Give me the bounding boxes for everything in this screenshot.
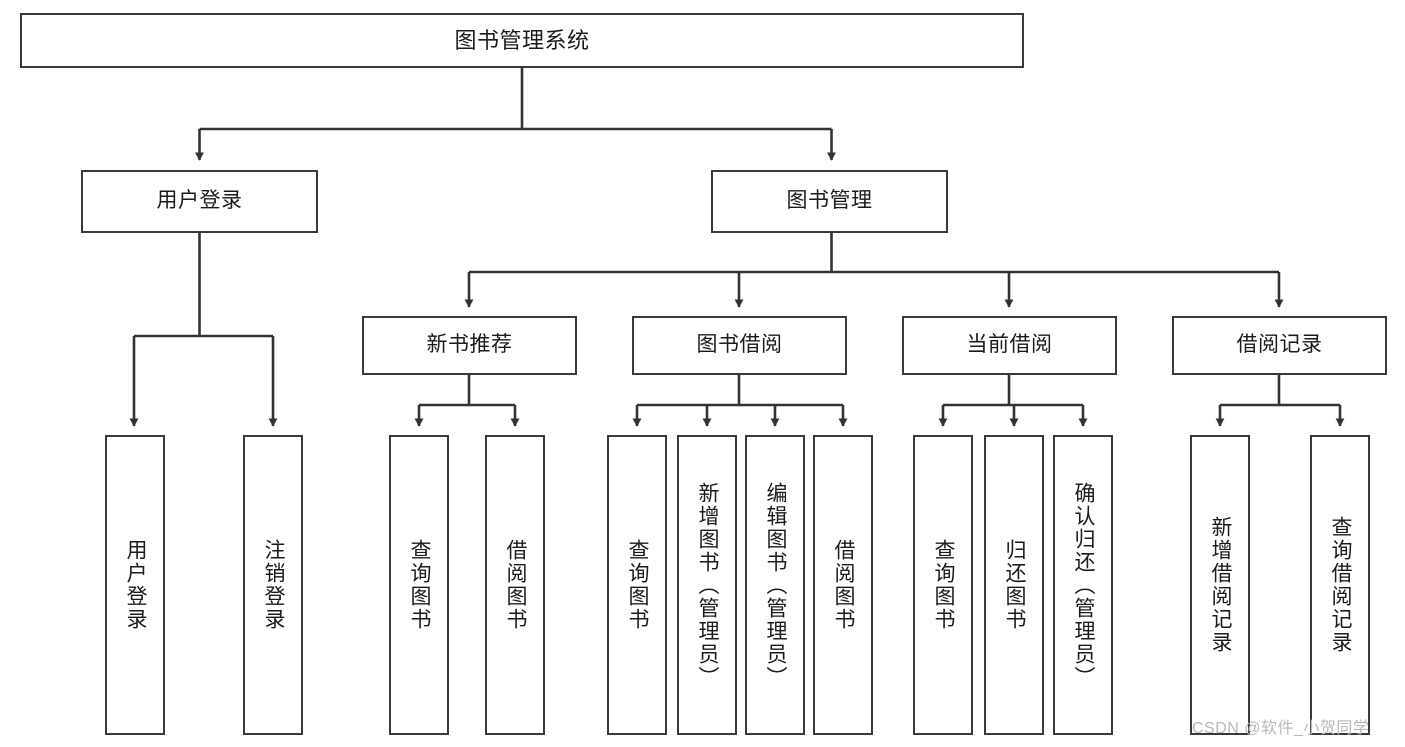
node-borrow-record-label: 借阅记录 bbox=[1236, 333, 1323, 357]
node-leaf-borrow-book-1-label: 借阅图书 bbox=[504, 539, 528, 631]
node-borrow-record[interactable]: 借阅记录 bbox=[1172, 316, 1387, 375]
node-book-borrow[interactable]: 图书借阅 bbox=[632, 316, 847, 375]
node-leaf-edit-book[interactable]: 编辑图书（管理员） bbox=[745, 435, 805, 735]
node-new-book-rec[interactable]: 新书推荐 bbox=[362, 316, 577, 375]
node-user-login[interactable]: 用户登录 bbox=[81, 170, 318, 233]
node-leaf-return-book[interactable]: 归还图书 bbox=[984, 435, 1044, 735]
node-leaf-user-login-label: 用户登录 bbox=[124, 539, 148, 631]
node-leaf-add-book-label: 新增图书（管理员） bbox=[696, 481, 720, 689]
node-leaf-logout-label: 注销登录 bbox=[262, 539, 286, 631]
node-leaf-borrow-book-2-label: 借阅图书 bbox=[832, 539, 856, 631]
node-leaf-query-record-label: 查询借阅记录 bbox=[1329, 516, 1353, 654]
node-leaf-query-book-1-label: 查询图书 bbox=[408, 539, 432, 631]
node-leaf-add-book[interactable]: 新增图书（管理员） bbox=[677, 435, 737, 735]
node-leaf-query-book-2-label: 查询图书 bbox=[626, 539, 650, 631]
node-current-borrow[interactable]: 当前借阅 bbox=[902, 316, 1117, 375]
node-leaf-user-login[interactable]: 用户登录 bbox=[105, 435, 165, 735]
node-leaf-query-book-2[interactable]: 查询图书 bbox=[607, 435, 667, 735]
node-leaf-query-book-3-label: 查询图书 bbox=[932, 539, 956, 631]
node-leaf-edit-book-label: 编辑图书（管理员） bbox=[764, 481, 788, 689]
node-new-book-rec-label: 新书推荐 bbox=[426, 333, 513, 357]
node-leaf-query-book-3[interactable]: 查询图书 bbox=[913, 435, 973, 735]
node-leaf-confirm-return-label: 确认归还（管理员） bbox=[1072, 481, 1096, 689]
csdn-watermark: CSDN @软件_小贺同学 bbox=[1192, 720, 1370, 737]
node-leaf-query-record[interactable]: 查询借阅记录 bbox=[1310, 435, 1370, 735]
node-book-borrow-label: 图书借阅 bbox=[696, 333, 783, 357]
node-root[interactable]: 图书管理系统 bbox=[20, 13, 1024, 68]
node-user-login-label: 用户登录 bbox=[156, 189, 243, 213]
node-book-manage[interactable]: 图书管理 bbox=[711, 170, 948, 233]
node-leaf-return-book-label: 归还图书 bbox=[1003, 539, 1027, 631]
node-book-manage-label: 图书管理 bbox=[786, 189, 873, 213]
node-leaf-add-record[interactable]: 新增借阅记录 bbox=[1190, 435, 1250, 735]
node-root-label: 图书管理系统 bbox=[454, 27, 590, 53]
node-leaf-borrow-book-1[interactable]: 借阅图书 bbox=[485, 435, 545, 735]
node-leaf-borrow-book-2[interactable]: 借阅图书 bbox=[813, 435, 873, 735]
node-leaf-confirm-return[interactable]: 确认归还（管理员） bbox=[1053, 435, 1113, 735]
node-leaf-logout[interactable]: 注销登录 bbox=[243, 435, 303, 735]
node-current-borrow-label: 当前借阅 bbox=[966, 333, 1053, 357]
node-leaf-add-record-label: 新增借阅记录 bbox=[1209, 516, 1233, 654]
node-leaf-query-book-1[interactable]: 查询图书 bbox=[389, 435, 449, 735]
